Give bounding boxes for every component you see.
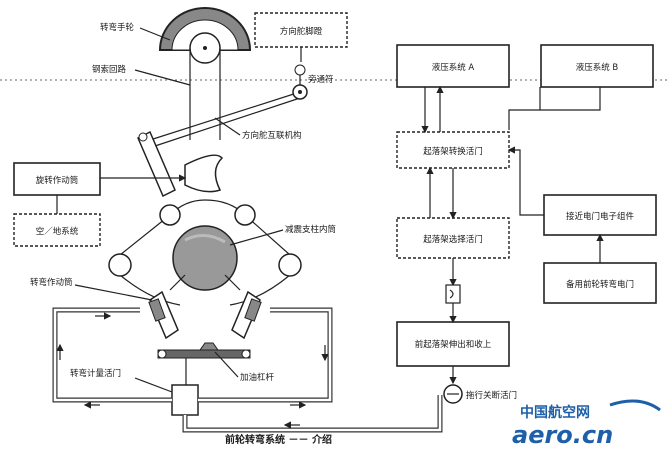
watermark-chinese: 中国航空网 bbox=[520, 404, 590, 421]
watermark-domain: aero.cn bbox=[512, 421, 613, 449]
label-metering-valve: 转弯计量活门 bbox=[70, 368, 121, 379]
proximity-module-box bbox=[543, 194, 657, 236]
label-gear-selector-valve: 起落架选择活门 bbox=[423, 234, 483, 245]
left-steering-actuator bbox=[148, 274, 186, 340]
hydraulic-pipes-left bbox=[52, 307, 443, 433]
label-shock-strut: 减震支柱内筒 bbox=[285, 224, 336, 235]
gear-transfer-valve-box bbox=[396, 131, 510, 169]
right-steering-actuator bbox=[224, 274, 262, 340]
flow-arrows-left bbox=[56, 312, 329, 429]
label-rudder-pedal: 方向舵脚蹬 bbox=[280, 26, 323, 37]
label-tow-bypass-valve: 拖行关断活门 bbox=[466, 390, 517, 401]
label-gear-transfer-valve: 起落架转换活门 bbox=[423, 146, 483, 157]
steering-handwheel-shape bbox=[158, 7, 252, 64]
label-hydraulic-b: 液压系统 B bbox=[576, 62, 619, 73]
label-steering-actuator: 转弯作动筒 bbox=[30, 277, 73, 288]
label-gear-extend-retract: 前起落架伸出和收上 bbox=[415, 339, 492, 350]
rudder-pedal-link bbox=[149, 64, 308, 147]
diagram-caption: 前轮转弯系统 －－ 介绍 bbox=[225, 433, 332, 446]
label-proximity-module: 接近电门电子组件 bbox=[566, 211, 635, 222]
nose-steering-switch-box bbox=[543, 262, 657, 304]
label-hydraulic-a: 液压系统 A bbox=[432, 62, 475, 73]
linkage-arm bbox=[137, 130, 176, 198]
label-lever: 加油杠杆 bbox=[240, 372, 275, 383]
label-nose-steering-switch: 备用前轮转弯电门 bbox=[566, 279, 634, 290]
label-rotary-actuator: 旋转作动筒 bbox=[36, 175, 79, 186]
air-ground-box bbox=[13, 213, 101, 247]
watermark: 中国航空网 aero.cn bbox=[512, 399, 661, 449]
label-cable-loop: 钢索回路 bbox=[92, 64, 127, 75]
metering-valve-body bbox=[171, 384, 199, 416]
right-flow-connectors bbox=[421, 85, 604, 404]
label-bypass: 旁通符 bbox=[308, 74, 334, 85]
summing-lever bbox=[157, 342, 251, 385]
hydraulic-a-box bbox=[396, 44, 510, 88]
hydraulic-b-box bbox=[540, 44, 654, 88]
shock-strut-cylinder bbox=[172, 225, 238, 291]
label-air-ground-system: 空／地系统 bbox=[36, 226, 79, 237]
watermark-swoosh-icon bbox=[609, 399, 661, 412]
steering-collar-housing bbox=[108, 199, 302, 306]
rudder-pedal-box bbox=[254, 12, 348, 48]
label-steering-handwheel: 转弯手轮 bbox=[100, 22, 135, 33]
quadrant-shape bbox=[184, 154, 224, 193]
label-rudder-linkage: 方向舵互联机构 bbox=[242, 130, 302, 141]
